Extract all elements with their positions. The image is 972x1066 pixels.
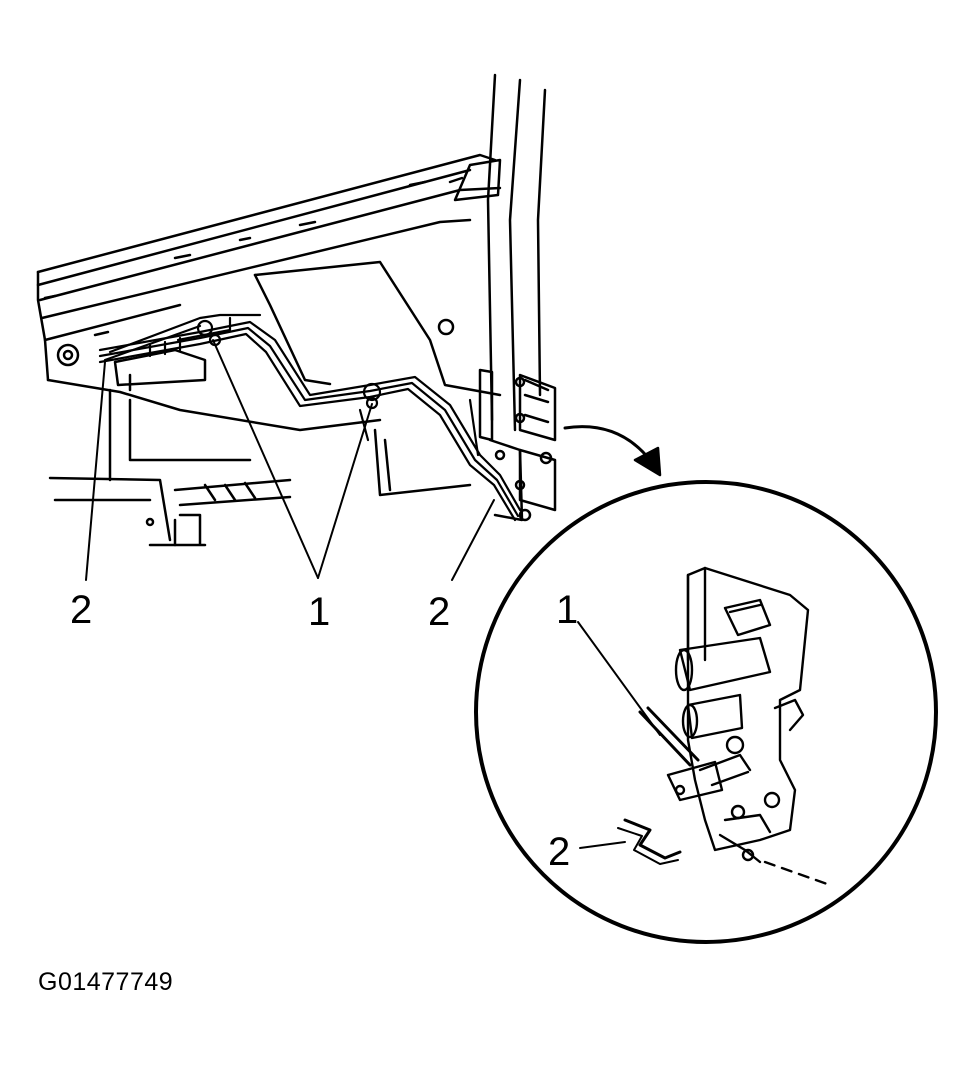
detail-circle [474,480,938,944]
callout-2-center: 2 [428,590,451,634]
callout-2-detail: 2 [548,830,571,874]
lock-rod-main [98,313,522,522]
door-lock-actuator [617,566,832,887]
callout-2-left: 2 [70,588,93,632]
callout-1-center: 1 [308,590,331,634]
detail-arrow [563,425,662,477]
door-panel [36,73,557,547]
leader-lines-main [85,339,495,581]
leader-lines-detail [577,621,661,849]
callout-1-detail: 1 [556,588,579,632]
figure-id: G01477749 [38,968,174,996]
